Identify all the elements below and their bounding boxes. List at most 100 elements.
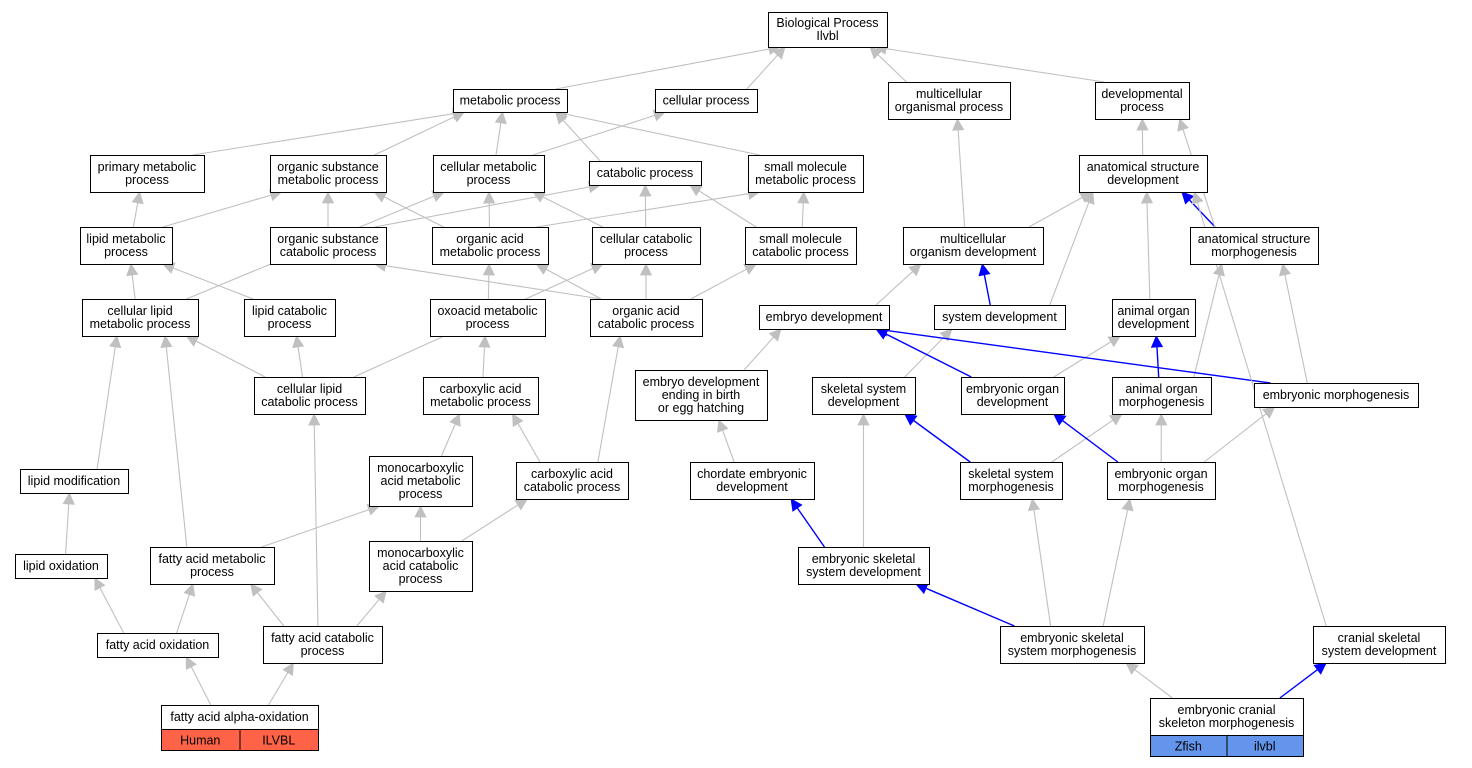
edge-arrowhead — [160, 335, 173, 348]
edge-system-dev-to-multi-org-dev — [978, 263, 991, 306]
node-catabolic[interactable]: catabolic process — [589, 161, 702, 186]
edge-monocarb-met-to-carbox-met — [440, 413, 461, 457]
edge-line — [482, 346, 486, 378]
node-fatty-acid-ox[interactable]: fatty acid oxidation — [97, 633, 219, 658]
edge-line — [1196, 202, 1327, 627]
edge-arrowhead — [126, 263, 139, 277]
node-label-line: Ilvbl — [816, 29, 838, 43]
node-box — [960, 462, 1063, 500]
edge-animal-organ-morph-to-animal-organ-dev — [1150, 335, 1164, 378]
node-label-line: organic substance — [277, 160, 379, 174]
edge-arrowhead — [282, 662, 294, 676]
edge-arrowhead — [1027, 498, 1041, 512]
edge-arrowhead — [908, 263, 922, 277]
node-label-line: skeleton morphogenesis — [1159, 716, 1295, 730]
node-embryo-dev[interactable]: embryo development — [759, 305, 890, 330]
node-cellular[interactable]: cellular process — [655, 89, 758, 113]
node-label-line: organic substance — [277, 232, 379, 246]
edge-line — [192, 113, 454, 156]
edge-line — [690, 268, 747, 300]
node-label-line: morphogenesis — [968, 480, 1053, 494]
node-label-line: cellular metabolic — [440, 160, 537, 174]
edge-line — [545, 268, 602, 300]
node-lipid-mod[interactable]: lipid modification — [20, 469, 129, 494]
edge-skeletal-sys-morph-to-skeletal-sys-dev — [903, 413, 971, 463]
node-metabolic[interactable]: metabolic process — [453, 89, 568, 113]
node-label-line: monocarboxylic — [377, 461, 464, 475]
edge-small-mol-cat-to-small-mol-met — [797, 191, 810, 228]
edge-line — [925, 587, 1015, 627]
node-label-line: anatomical structure — [1198, 232, 1311, 246]
node-label-line: embryo development — [766, 310, 883, 324]
node-label-line: animal organ — [1117, 304, 1189, 318]
node-box — [516, 462, 629, 500]
node-lipid-ox[interactable]: lipid oxidation — [15, 554, 108, 579]
node-label-line: morphogenesis — [1118, 480, 1203, 494]
node-label-line: carboxylic acid — [440, 382, 522, 396]
node-box — [430, 299, 546, 337]
edge-line — [65, 503, 70, 555]
edge-org-acid-cat-to-small-mol-cat — [690, 263, 757, 300]
node-label-line: primary metabolic — [98, 160, 197, 174]
edge-fatty-acid-met-to-monocarb-met — [261, 503, 381, 548]
node-box — [655, 89, 758, 113]
node-box — [90, 155, 205, 193]
node-embryonic-morph[interactable]: embryonic morphogenesis — [1254, 383, 1419, 408]
edge-line — [536, 193, 749, 228]
node-box — [812, 377, 916, 415]
node-label-line: cellular lipid — [277, 382, 342, 396]
edge-line — [1193, 274, 1220, 378]
edge-line — [722, 430, 735, 463]
edge-line — [297, 346, 304, 378]
gene-cell-box — [239, 729, 319, 751]
node-box — [748, 155, 864, 193]
node-label-line: process — [301, 644, 345, 658]
edge-small-mol-cat-to-catabolic — [689, 184, 757, 228]
node-box — [244, 299, 336, 337]
node-fatty-acid-alpha-ox[interactable]: fatty acid alpha-oxidation — [161, 705, 319, 730]
edge-line — [495, 122, 502, 156]
edge-line — [96, 346, 116, 470]
node-system-dev[interactable]: system development — [934, 305, 1066, 330]
node-label-line: cranial skeletal — [1338, 631, 1421, 645]
